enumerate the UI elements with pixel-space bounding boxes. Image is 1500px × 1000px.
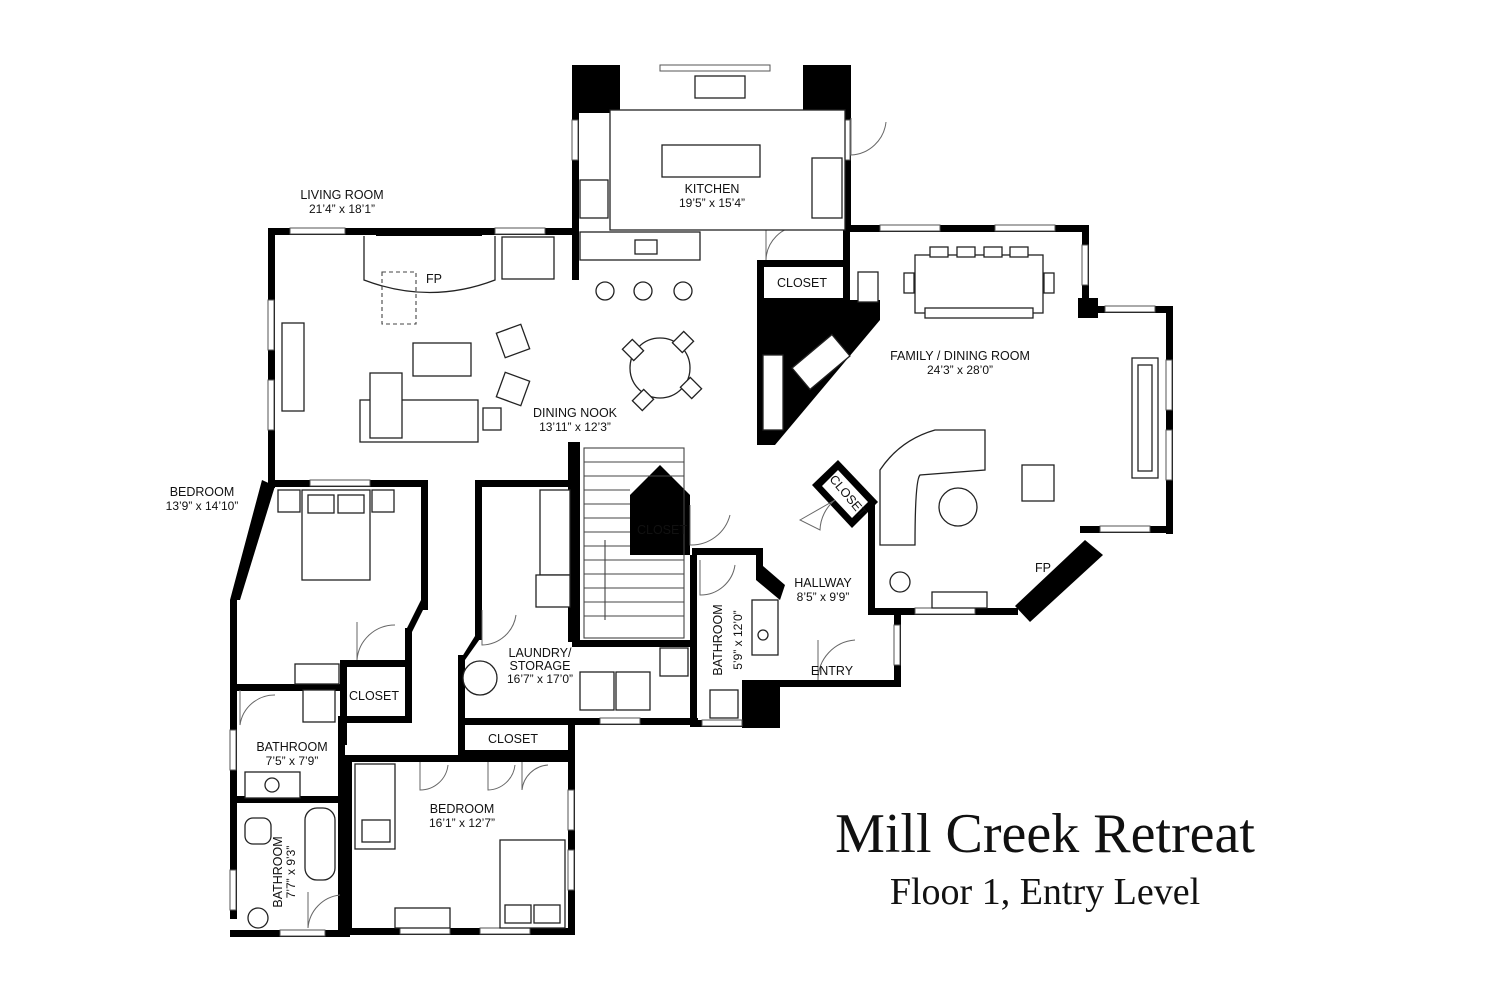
bedroom1-name: BEDROOM xyxy=(170,485,235,499)
windows xyxy=(229,64,1173,937)
kitchen-name: KITCHEN xyxy=(685,182,740,196)
entry-label: ENTRY xyxy=(811,664,854,678)
doors xyxy=(239,118,887,929)
laundry-name2: STORAGE xyxy=(510,659,571,673)
family-room-name: FAMILY / DINING ROOM xyxy=(890,349,1030,363)
closet-stairs: CLOSET xyxy=(637,523,687,537)
hallway-dims: 8’5” x 9’9” xyxy=(797,590,850,604)
furniture xyxy=(244,75,1159,929)
hall-bathroom-name: BATHROOM xyxy=(711,604,725,675)
plan-subtitle: Floor 1, Entry Level xyxy=(889,871,1201,913)
closet-bedroom1: CLOSET xyxy=(349,689,399,703)
bedroom1-dims: 13’9” x 14’10” xyxy=(166,499,239,513)
bathroom2-name: BATHROOM xyxy=(256,740,327,754)
bedroom2-name: BEDROOM xyxy=(430,802,495,816)
bathroom3-name: BATHROOM xyxy=(271,836,285,907)
closet-bedroom2: CLOSET xyxy=(488,732,538,746)
dining-nook-name: DINING NOOK xyxy=(533,406,618,420)
hallway-name: HALLWAY xyxy=(794,576,852,590)
laundry-name1: LAUNDRY/ xyxy=(509,646,573,660)
living-room-name: LIVING ROOM xyxy=(300,188,383,202)
bedroom2-dims: 16’1” x 12’7” xyxy=(429,816,495,830)
family-room-dims: 24’3” x 28’0” xyxy=(927,363,993,377)
laundry-dims: 16’7” x 17’0” xyxy=(507,672,573,686)
bathroom2-dims: 7’5” x 7’9” xyxy=(266,754,319,768)
kitchen-dims: 19’5” x 15’4” xyxy=(679,196,745,210)
dining-nook-dims: 13’11” x 12’3” xyxy=(539,420,611,434)
closet-kitchen: CLOSET xyxy=(777,276,827,290)
plan-title: Mill Creek Retreat xyxy=(835,803,1255,865)
fp-family: FP xyxy=(1035,561,1051,575)
living-room-dims: 21’4” x 18’1” xyxy=(309,202,375,216)
bathroom3-dims: 7’7” x 9’3” xyxy=(284,846,298,899)
fp-living: FP xyxy=(426,272,442,286)
hall-bathroom-dims: 5’9” x 12’0” xyxy=(731,610,745,669)
